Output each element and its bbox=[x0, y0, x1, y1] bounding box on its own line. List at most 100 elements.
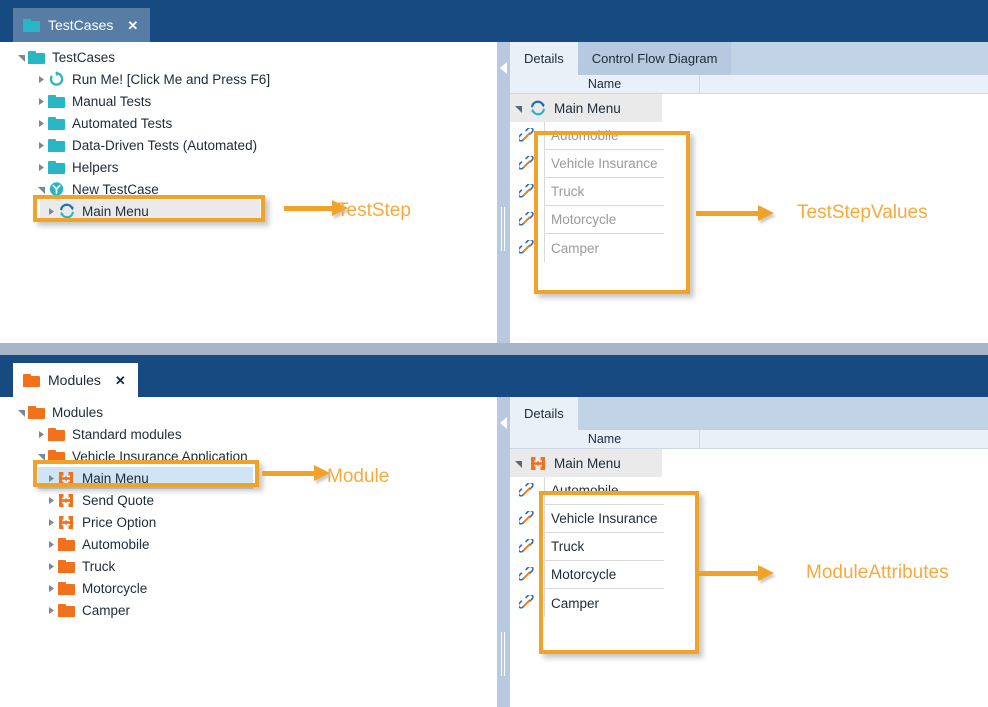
tree-item-modules[interactable]: Modules bbox=[0, 401, 497, 423]
tree-item-truck[interactable]: Truck bbox=[0, 555, 497, 577]
value-row-camper[interactable]: Camper bbox=[510, 234, 988, 262]
chevron-right-icon[interactable] bbox=[34, 141, 48, 150]
top-details-tabstrip: Details Control Flow Diagram bbox=[510, 42, 988, 75]
chevron-right-icon[interactable] bbox=[34, 75, 48, 84]
tab-control-flow-diagram[interactable]: Control Flow Diagram bbox=[577, 42, 732, 75]
tree-item-label: Run Me! [Click Me and Press F6] bbox=[72, 71, 271, 87]
value-row-truck[interactable]: Truck bbox=[510, 178, 988, 206]
annotation-arrow-module bbox=[262, 465, 334, 482]
value-row-label: Camper bbox=[544, 234, 664, 262]
testcases-section: TestCases ✕ TestCases bbox=[0, 0, 988, 343]
module-icon bbox=[58, 515, 78, 530]
grid-row-main-menu[interactable]: Main Menu bbox=[510, 449, 988, 477]
tree-item-main-menu-module[interactable]: Main Menu bbox=[0, 467, 497, 489]
tab-details[interactable]: Details bbox=[510, 42, 578, 75]
chevron-right-icon[interactable] bbox=[44, 496, 58, 505]
top-grid-header: Name bbox=[510, 75, 988, 94]
value-row-vehicle-insurance[interactable]: Vehicle Insurance bbox=[510, 150, 988, 178]
column-header-name[interactable]: Name bbox=[510, 75, 700, 93]
folder-orange-icon bbox=[48, 449, 68, 463]
column-header-blank[interactable] bbox=[700, 75, 988, 93]
tree-item-motorcycle[interactable]: Motorcycle bbox=[0, 577, 497, 599]
chevron-right-icon[interactable] bbox=[44, 207, 58, 216]
value-row-automobile[interactable]: Automobile bbox=[510, 477, 988, 505]
modules-tree-pane[interactable]: Modules Standard modules Vehicle Insuran… bbox=[0, 397, 497, 707]
tree-item-manual-tests[interactable]: Manual Tests bbox=[0, 90, 497, 112]
tree-item-automated-tests[interactable]: Automated Tests bbox=[0, 112, 497, 134]
tree-item-send-quote[interactable]: Send Quote bbox=[0, 489, 497, 511]
tree-item-run-me[interactable]: Run Me! [Click Me and Press F6] bbox=[0, 68, 497, 90]
chevron-right-icon[interactable] bbox=[44, 562, 58, 571]
value-row-label: Vehicle Insurance bbox=[544, 505, 664, 533]
splitter-grip[interactable] bbox=[501, 632, 506, 676]
chevron-right-icon[interactable] bbox=[44, 584, 58, 593]
link-icon bbox=[510, 156, 544, 172]
tree-item-label: Main Menu bbox=[82, 470, 149, 486]
tree-item-main-menu-teststep[interactable]: Main Menu bbox=[0, 200, 497, 222]
chevron-right-icon[interactable] bbox=[34, 430, 48, 439]
value-row-camper[interactable]: Camper bbox=[510, 589, 988, 617]
close-icon[interactable]: ✕ bbox=[114, 372, 126, 388]
value-row-motorcycle[interactable]: Motorcycle bbox=[510, 561, 988, 589]
column-header-blank[interactable] bbox=[700, 430, 988, 448]
tree-item-data-driven-tests[interactable]: Data-Driven Tests (Automated) bbox=[0, 134, 497, 156]
top-splitter[interactable] bbox=[497, 42, 510, 343]
testcase-run-icon bbox=[48, 71, 68, 87]
chevron-right-icon[interactable] bbox=[44, 518, 58, 527]
chevron-down-icon[interactable] bbox=[34, 185, 48, 194]
tab-details[interactable]: Details bbox=[510, 397, 578, 430]
folder-teal-icon bbox=[48, 116, 68, 130]
folder-orange-icon bbox=[28, 405, 48, 419]
bottom-splitter[interactable] bbox=[497, 397, 510, 707]
folder-orange-icon bbox=[58, 603, 78, 617]
value-row-vehicle-insurance[interactable]: Vehicle Insurance bbox=[510, 505, 988, 533]
tree-item-label: Price Option bbox=[82, 514, 157, 530]
tree-item-testcases[interactable]: TestCases bbox=[0, 46, 497, 68]
tree-item-vehicle-insurance-application[interactable]: Vehicle Insurance Application bbox=[0, 445, 497, 467]
link-icon bbox=[510, 184, 544, 200]
chevron-right-icon[interactable] bbox=[44, 606, 58, 615]
tree-item-price-option[interactable]: Price Option bbox=[0, 511, 497, 533]
chevron-right-icon[interactable] bbox=[34, 97, 48, 106]
document-tab-modules[interactable]: Modules ✕ bbox=[13, 363, 138, 397]
section-divider bbox=[0, 343, 988, 355]
chevron-down-icon[interactable] bbox=[14, 408, 28, 417]
collapse-left-icon[interactable] bbox=[500, 417, 507, 429]
folder-orange-icon bbox=[58, 581, 78, 595]
value-row-motorcycle[interactable]: Motorcycle bbox=[510, 206, 988, 234]
module-icon bbox=[58, 471, 78, 486]
chevron-down-icon[interactable] bbox=[510, 104, 526, 113]
value-row-automobile[interactable]: Automobile bbox=[510, 122, 988, 150]
tree-item-automobile[interactable]: Automobile bbox=[0, 533, 497, 555]
tree-item-label: Camper bbox=[82, 602, 131, 618]
tree-item-helpers[interactable]: Helpers bbox=[0, 156, 497, 178]
tree-item-standard-modules[interactable]: Standard modules bbox=[0, 423, 497, 445]
tree-item-label: Modules bbox=[52, 404, 104, 420]
annotation-label-module: Module bbox=[327, 466, 390, 487]
collapse-left-icon[interactable] bbox=[500, 62, 507, 74]
document-tab-label: TestCases bbox=[48, 17, 114, 33]
folder-teal-icon bbox=[23, 18, 40, 32]
value-row-truck[interactable]: Truck bbox=[510, 533, 988, 561]
column-header-name[interactable]: Name bbox=[510, 430, 700, 448]
bottom-grid-header: Name bbox=[510, 430, 988, 449]
close-icon[interactable]: ✕ bbox=[127, 17, 139, 33]
tree-item-new-testcase[interactable]: New TestCase bbox=[0, 178, 497, 200]
tree-item-camper[interactable]: Camper bbox=[0, 599, 497, 621]
splitter-grip[interactable] bbox=[501, 207, 506, 251]
teststep-icon bbox=[526, 100, 550, 116]
chevron-right-icon[interactable] bbox=[44, 474, 58, 483]
document-tab-testcases[interactable]: TestCases ✕ bbox=[13, 8, 151, 42]
chevron-right-icon[interactable] bbox=[34, 119, 48, 128]
chevron-down-icon[interactable] bbox=[34, 452, 48, 461]
value-row-label: Motorcycle bbox=[544, 206, 664, 234]
top-grid-body: Main Menu Automobile bbox=[510, 94, 988, 262]
chevron-down-icon[interactable] bbox=[510, 459, 526, 468]
grid-row-main-menu[interactable]: Main Menu bbox=[510, 94, 988, 122]
chevron-right-icon[interactable] bbox=[34, 163, 48, 172]
chevron-down-icon[interactable] bbox=[14, 53, 28, 62]
chevron-right-icon[interactable] bbox=[44, 540, 58, 549]
value-row-label: Truck bbox=[544, 533, 664, 561]
tree-item-label: Truck bbox=[82, 558, 116, 574]
testcases-tree-pane[interactable]: TestCases Run Me! [Click Me and Press F6… bbox=[0, 42, 497, 343]
